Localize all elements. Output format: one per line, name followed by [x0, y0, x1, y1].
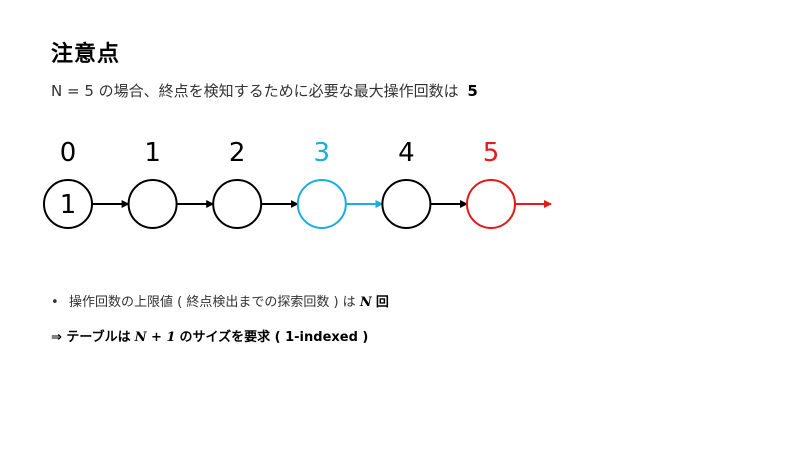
- node-content-0: 1: [60, 190, 77, 220]
- subtitle-text: N = 5 の場合、終点を検知するために必要な最大操作回数は: [51, 82, 459, 100]
- bullet-text: 操作回数の上限値 ( 終点検出までの探索回数 ) は: [69, 295, 356, 310]
- bullet-var: N: [359, 295, 372, 310]
- node-circle-2: [212, 179, 263, 229]
- node-circle-3: [296, 179, 347, 229]
- node-circle-4: [381, 179, 432, 229]
- subtitle-value: 5: [467, 82, 478, 100]
- node-circle-5: [466, 179, 516, 229]
- node-index-label-0: 0: [60, 138, 77, 168]
- node-index-label-3: 3: [314, 138, 331, 168]
- node-index-label-1: 1: [144, 138, 161, 168]
- bullet-dot: •: [51, 295, 59, 310]
- node-index-label-2: 2: [229, 138, 246, 168]
- page-title: 注意点: [51, 42, 121, 67]
- node-index-label-4: 4: [398, 138, 415, 168]
- conclusion-prefix: ⇒ テーブルは: [51, 330, 131, 345]
- node-circle-1: [127, 179, 178, 229]
- conclusion-suffix: のサイズを要求 ( 1-indexed ): [179, 330, 369, 345]
- bullet-unit: 回: [375, 295, 389, 310]
- bullet-item: • 操作回数の上限値 ( 終点検出までの探索回数 ) は N 回: [51, 291, 389, 310]
- node-index-label-5: 5: [483, 138, 500, 168]
- conclusion-math: N + 1: [134, 330, 176, 345]
- subtitle: N = 5 の場合、終点を検知するために必要な最大操作回数は 5: [51, 80, 478, 101]
